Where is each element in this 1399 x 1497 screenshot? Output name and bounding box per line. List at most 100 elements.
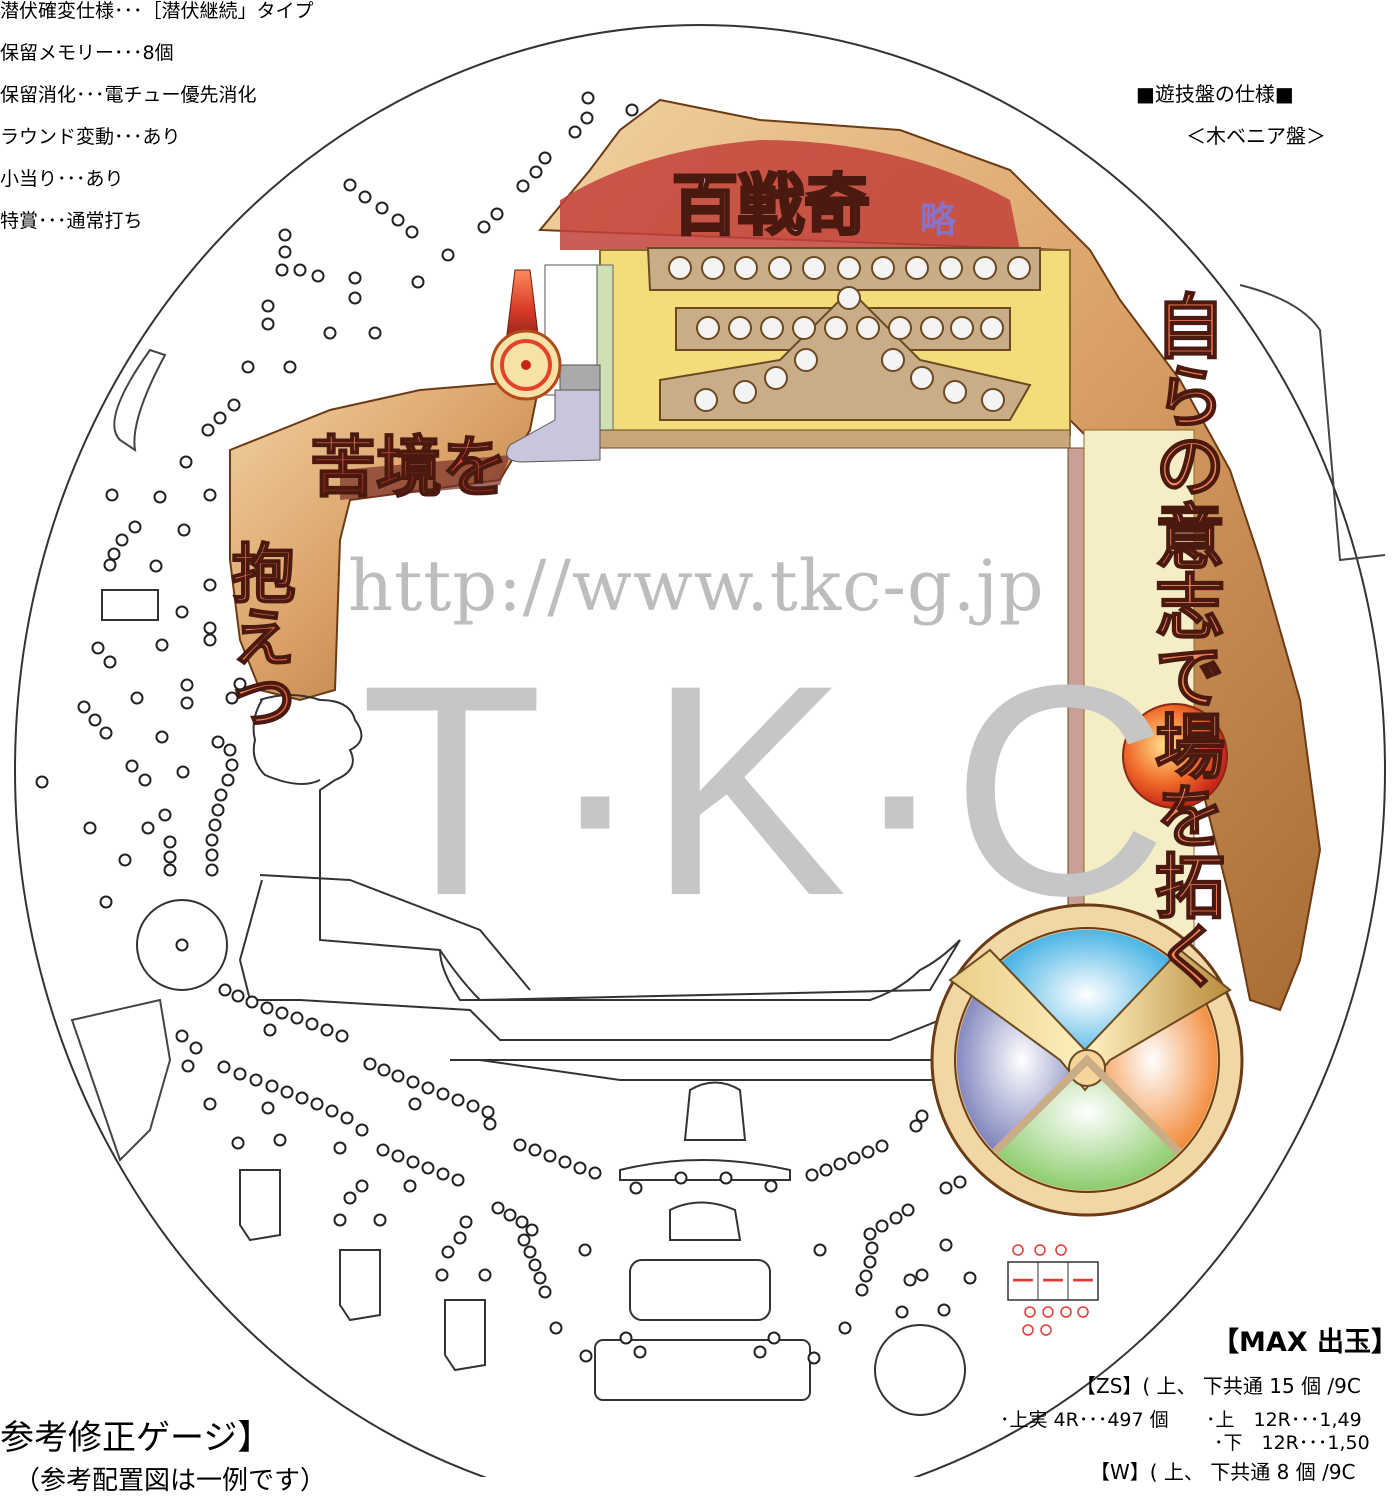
max-payout-upper-12r: ･上 12R･･･1,49	[1206, 1409, 1362, 1431]
nail-pin	[77, 700, 91, 714]
nail-pin	[138, 773, 152, 787]
nail-pin	[278, 228, 292, 242]
nail-pin	[163, 835, 177, 849]
watermark-url: http://www.tkc-g.jp	[348, 545, 1045, 627]
nail-pin	[180, 678, 194, 692]
nail-pin	[358, 190, 372, 204]
nail-pin	[273, 1133, 287, 1147]
nail-pin	[201, 423, 215, 437]
board-spec-type: ＜木ベニア盤＞	[1186, 124, 1326, 148]
nail-pin	[355, 1123, 369, 1137]
roulette	[930, 903, 1244, 1217]
nail-pin	[517, 1233, 531, 1247]
nail-pin	[865, 1241, 879, 1255]
nail-pin	[155, 638, 169, 652]
board-title-small: 略	[920, 199, 957, 241]
nail-pin	[939, 1238, 953, 1252]
nail-pin	[275, 1006, 289, 1020]
nail-pin	[223, 743, 237, 757]
nail-pin	[225, 691, 239, 705]
nail-pin	[175, 605, 189, 619]
nail-pin	[205, 863, 219, 877]
nail-pin	[155, 730, 169, 744]
nail-pin	[903, 1273, 917, 1287]
nail-pin	[451, 1093, 465, 1107]
nail-pin	[261, 1101, 275, 1115]
nail-pin	[625, 103, 639, 117]
nail-pin	[753, 1345, 767, 1359]
nail-pin	[175, 938, 189, 952]
nail-pin	[218, 983, 232, 997]
left-banner	[229, 378, 542, 702]
nail-pin	[163, 850, 177, 864]
nail-pin	[453, 1231, 467, 1245]
spec-list: 潜伏確変仕様･･･［潜伏継続」タイプ 保留メモリー･･･8個 保留消化･･･電チ…	[0, 0, 314, 242]
nail-pin	[203, 578, 217, 592]
spec-item: 小当り･･･あり	[0, 168, 124, 190]
nail-pin	[211, 735, 225, 749]
nail-pin	[373, 1213, 387, 1227]
nail-pin	[939, 1181, 953, 1195]
nail-pin	[528, 1143, 542, 1157]
nail-pin	[847, 1151, 861, 1165]
nail-pin	[203, 621, 217, 635]
nail-pin	[213, 411, 227, 425]
nail-pin	[459, 1215, 473, 1229]
nail-pin	[588, 1166, 602, 1180]
nail-pin	[179, 455, 193, 469]
nail-pin	[503, 1208, 517, 1222]
nail-pin	[391, 213, 405, 227]
nail-pin	[261, 317, 275, 331]
nail-pin	[391, 1149, 405, 1163]
nail-pin	[568, 125, 582, 139]
nail-pin	[125, 759, 139, 773]
gauge-title: 参考修正ゲージ】	[0, 1418, 272, 1458]
nail-pin	[408, 1097, 422, 1111]
nail-pin	[211, 803, 225, 817]
nail-pin	[343, 178, 357, 192]
left-bottom-rail	[70, 998, 172, 1162]
nail-pin	[915, 1109, 929, 1123]
frame-pin-grid	[646, 247, 1041, 421]
nail-pin	[767, 1331, 781, 1345]
nail-pin	[333, 1141, 347, 1155]
nail-pin	[513, 1138, 527, 1152]
nail-pin	[376, 1143, 390, 1157]
nail-pin	[764, 1179, 778, 1193]
nail-pin	[278, 245, 292, 259]
nail-pin	[441, 248, 455, 262]
nail-pin	[580, 111, 594, 125]
nail-pin	[466, 1099, 480, 1113]
nail-pin	[558, 1155, 572, 1169]
nail-pin	[411, 275, 425, 289]
nail-pin	[421, 1161, 435, 1175]
nail-pin	[163, 863, 177, 877]
max-payout-zs: 【ZS】( 上、 下共通 15 個 /9C	[1076, 1374, 1361, 1398]
nail-pin	[377, 1063, 391, 1077]
nail-pin	[963, 1271, 977, 1285]
nail-pin	[233, 677, 247, 691]
nail-pin	[233, 1067, 247, 1081]
nail-pin	[436, 1167, 450, 1181]
nail-pin	[107, 547, 121, 561]
nail-pin	[953, 1175, 967, 1189]
nail-pin	[176, 765, 190, 779]
nail-pin	[405, 225, 419, 239]
nail-pin	[441, 1245, 455, 1259]
nail-pin	[343, 1191, 357, 1205]
nail-pin	[375, 201, 389, 215]
nail-pin	[283, 360, 297, 374]
nail-pin	[629, 1181, 643, 1195]
nail-pin	[619, 1331, 633, 1345]
nail-pin	[863, 1255, 877, 1269]
nail-pin	[217, 1060, 231, 1074]
nail-pin	[260, 1001, 274, 1015]
nail-pin	[368, 326, 382, 340]
nail-pin	[529, 165, 543, 179]
nail-pin	[115, 533, 129, 547]
counter-digit-1: －	[1010, 1267, 1036, 1297]
nail-pin	[290, 1011, 304, 1025]
nail-pin	[579, 1349, 593, 1363]
nail-pin	[515, 1215, 529, 1229]
nail-pin	[128, 520, 142, 534]
